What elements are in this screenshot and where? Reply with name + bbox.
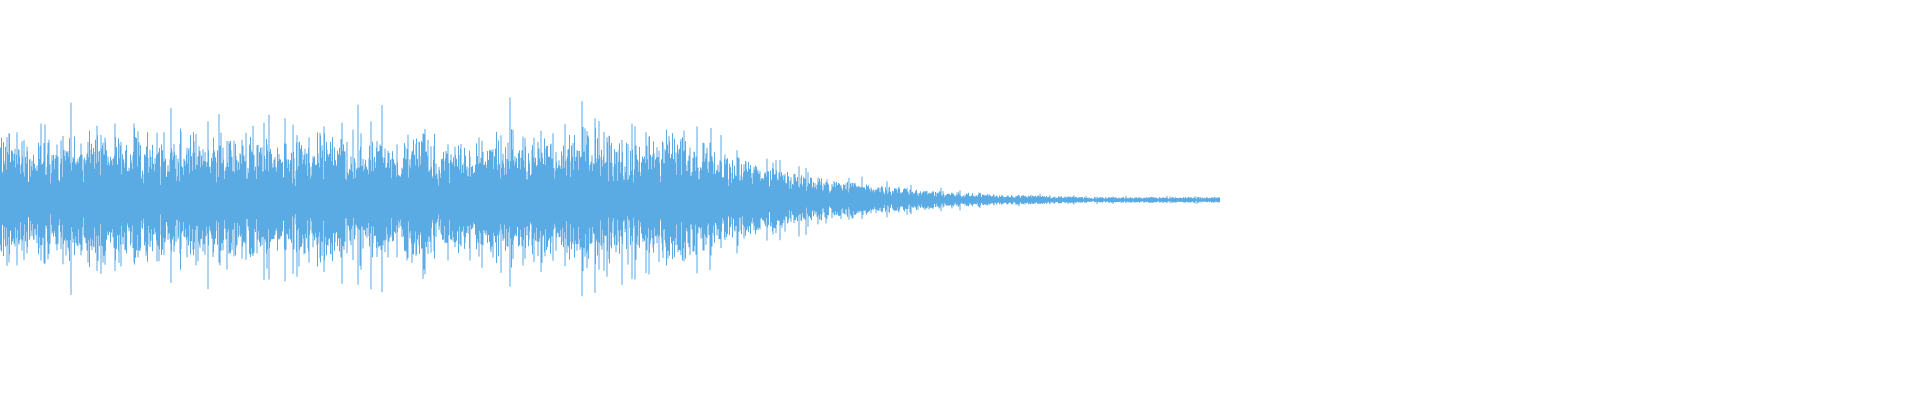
- waveform-path: [0, 97, 1220, 297]
